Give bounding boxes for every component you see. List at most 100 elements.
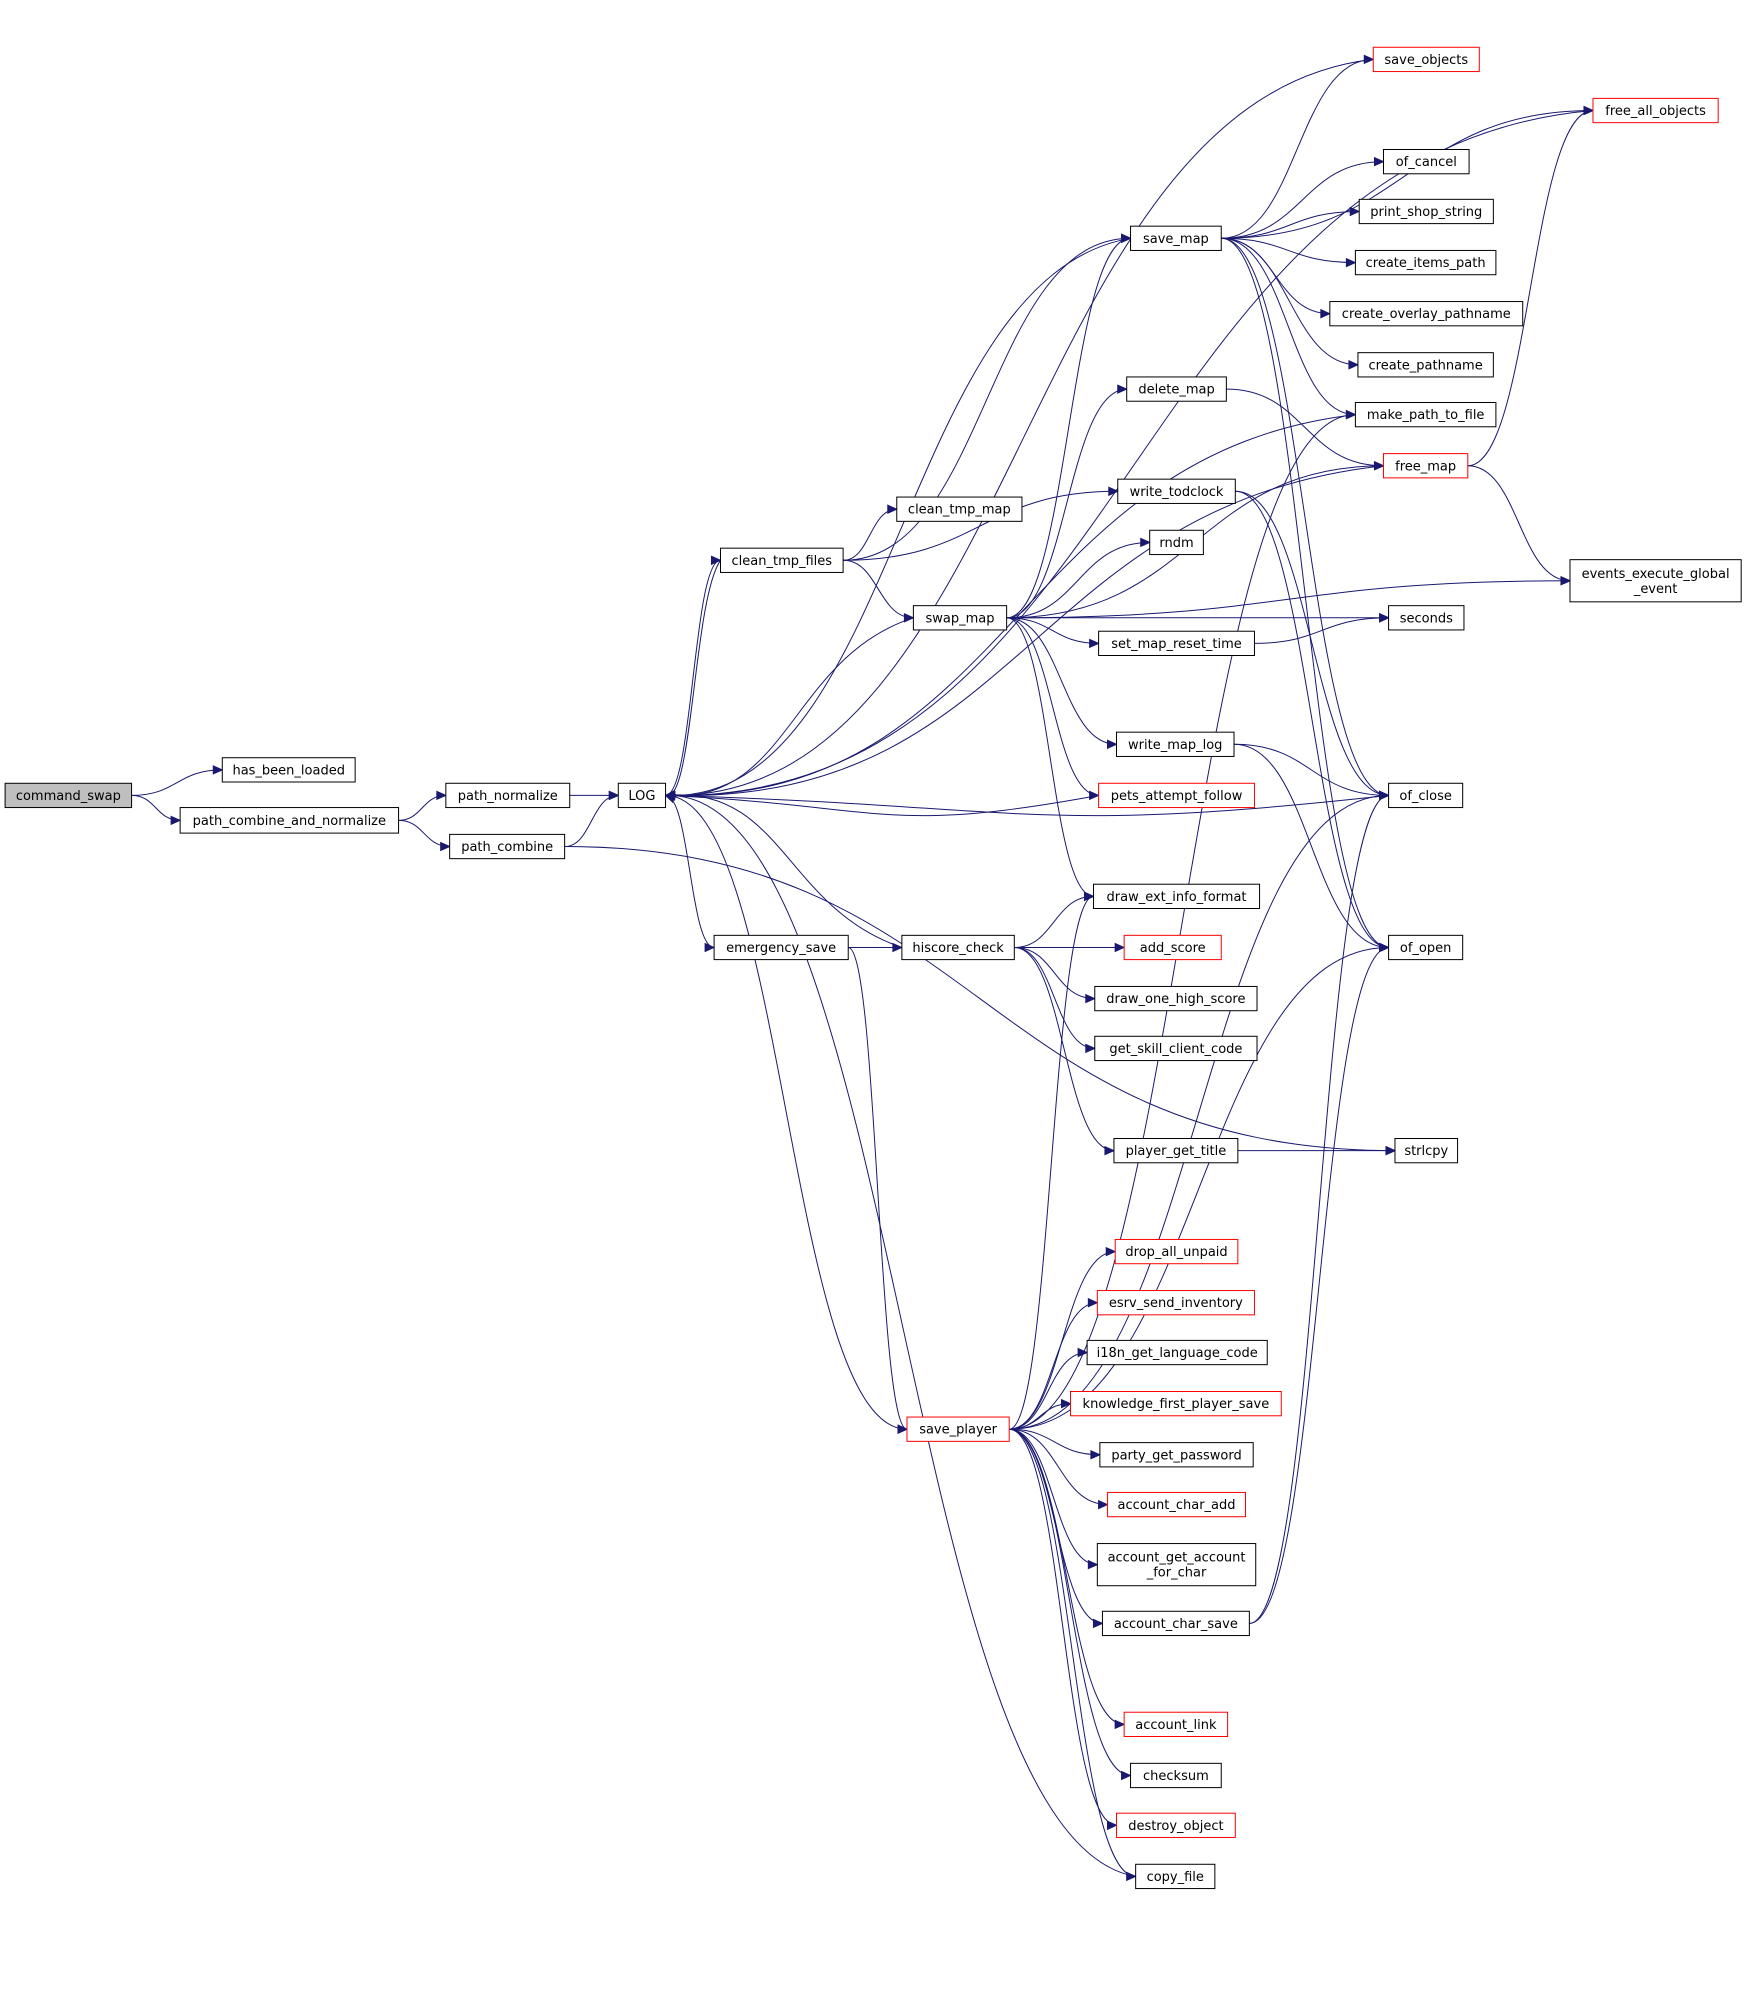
node-box-add_score [1123,934,1222,961]
node-of_cancel[interactable]: of_cancel [1382,149,1470,175]
arrowhead-delete_map-to-free_map [1373,460,1385,471]
node-path_combine[interactable]: path_combine [449,833,566,860]
node-save_map[interactable]: save_map [1130,225,1222,251]
node-box-save_objects [1372,46,1480,73]
node-hiscore_check[interactable]: hiscore_check [901,934,1015,961]
node-label-free_all_objects: free_all_objects [1605,104,1706,119]
node-create_pathname[interactable]: create_pathname [1357,352,1494,378]
node-label-i18n_get_language_code: i18n_get_language_code [1097,1346,1258,1361]
node-account_link[interactable]: account_link [1123,1711,1229,1737]
nodes-layer: command_swap has_been_loaded path_combine_… [4,46,1742,1890]
arrowhead-save_player-to-checksum [1121,1770,1132,1781]
node-box-save_map [1130,225,1222,251]
node-clean_tmp_files[interactable]: clean_tmp_files [719,547,844,573]
node-LOG[interactable]: LOG [617,782,667,809]
node-create_overlay_pathname[interactable]: create_overlay_pathname [1329,301,1524,327]
arrowhead-hiscore_check-to-get_skill_client_code [1085,1043,1097,1054]
node-player_get_title[interactable]: player_get_title [1113,1138,1239,1164]
node-checksum[interactable]: checksum [1130,1762,1222,1789]
node-destroy_object[interactable]: destroy_object [1115,1812,1236,1838]
node-box-set_map_reset_time [1098,630,1255,657]
node-free_map[interactable]: free_map [1382,453,1469,479]
node-delete_map[interactable]: delete_map [1126,376,1227,402]
arrowhead-clean_tmp_files-to-clean_tmp_map [887,504,899,514]
node-copy_file[interactable]: copy_file [1135,1863,1216,1890]
node-seconds[interactable]: seconds [1388,605,1465,631]
node-write_todclock[interactable]: write_todclock [1117,478,1236,504]
arrowhead-swap_map-to-rndm [1140,537,1151,548]
edge-save_map-to-of_open [1221,237,1389,948]
arrowhead-path_combine_and_normalize-to-path_normalize [436,790,448,801]
arrowhead-LOG-to-emergency_save [704,942,716,953]
node-has_been_loaded[interactable]: has_been_loaded [221,757,356,783]
edge-hiscore_check-to-draw_ext_info_format [1014,895,1094,948]
node-box-esrv_send_inventory [1096,1290,1255,1316]
node-get_skill_client_code[interactable]: get_skill_client_code [1094,1035,1258,1062]
node-box-destroy_object [1115,1812,1236,1838]
edge-save_map-to-LOG [665,237,1131,796]
node-account_char_save[interactable]: account_char_save [1101,1610,1250,1637]
node-account_char_add[interactable]: account_char_add [1107,1491,1247,1518]
arrowhead-save_player-to-account_char_save [1092,1618,1104,1629]
node-rndm[interactable]: rndm [1149,529,1204,556]
node-print_shop_string[interactable]: print_shop_string [1358,198,1494,225]
node-box-write_map_log [1115,731,1235,757]
edge-save_player-to-account_get_account_for_char [1009,1428,1098,1566]
arrowhead-save_player-to-destroy_object [1106,1820,1118,1831]
node-save_objects[interactable]: save_objects [1372,46,1480,73]
arrowhead-swap_map-to-set_map_reset_time [1089,638,1100,649]
node-command_swap[interactable]: command_swap [4,782,133,809]
node-path_normalize[interactable]: path_normalize [445,782,571,809]
node-free_all_objects[interactable]: free_all_objects [1592,97,1719,124]
node-knowledge_first_player_save[interactable]: knowledge_first_player_save [1070,1391,1282,1417]
node-label-party_get_password: party_get_password [1111,1448,1241,1463]
node-party_get_password[interactable]: party_get_password [1099,1442,1254,1468]
node-clean_tmp_map[interactable]: clean_tmp_map [896,496,1023,522]
node-pets_attempt_follow[interactable]: pets_attempt_follow [1098,782,1255,809]
node-esrv_send_inventory[interactable]: esrv_send_inventory [1096,1290,1255,1316]
node-box-free_all_objects [1592,97,1719,124]
node-path_combine_and_normalize[interactable]: path_combine_and_normalize [179,807,400,834]
node-of_open[interactable]: of_open [1388,934,1464,961]
edge-hiscore_check-to-LOG [665,794,903,948]
edge-LOG-to-clean_tmp_files [665,559,721,796]
node-label-make_path_to_file: make_path_to_file [1367,408,1485,423]
edge-save_player-to-i18n_get_language_code [1009,1352,1088,1430]
node-label-of_open: of_open [1400,941,1451,956]
node-draw_ext_info_format[interactable]: draw_ext_info_format [1092,883,1261,910]
node-label-of_close: of_close [1399,789,1452,804]
node-add_score[interactable]: add_score [1123,934,1222,961]
node-box-copy_file [1135,1863,1216,1890]
node-save_player[interactable]: save_player [906,1416,1010,1442]
edge-write_map_log-to-of_open [1234,743,1389,948]
node-emergency_save[interactable]: emergency_save [713,934,849,961]
node-write_map_log[interactable]: write_map_log [1115,731,1235,757]
node-box-seconds [1388,605,1465,631]
node-create_items_path[interactable]: create_items_path [1354,249,1497,276]
node-drop_all_unpaid[interactable]: drop_all_unpaid [1114,1238,1239,1265]
node-strlcpy[interactable]: strlcpy [1394,1138,1459,1164]
node-make_path_to_file[interactable]: make_path_to_file [1354,402,1497,428]
node-label-hiscore_check: hiscore_check [912,941,1004,956]
node-draw_one_high_score[interactable]: draw_one_high_score [1094,985,1258,1012]
node-events_execute_global_event[interactable]: events_execute_global_event [1569,559,1742,603]
edge-save_player-to-destroy_object [1009,1428,1117,1826]
edge-make_path_to_file-to-LOG [665,414,1356,796]
node-account_get_account_for_char[interactable]: account_get_account_for_char [1096,1543,1257,1587]
arrowhead-save_player-to-copy_file [1126,1871,1137,1882]
node-i18n_get_language_code[interactable]: i18n_get_language_code [1086,1339,1268,1366]
arrowhead-set_map_reset_time-to-seconds [1379,613,1390,623]
node-label-write_todclock: write_todclock [1130,485,1224,500]
arrowhead-save_player-to-party_get_password [1090,1449,1102,1460]
edge-delete_map-to-free_map [1226,388,1384,467]
node-box-drop_all_unpaid [1114,1238,1239,1265]
node-of_close[interactable]: of_close [1388,782,1464,809]
node-box-delete_map [1126,376,1227,402]
node-box-draw_ext_info_format [1092,883,1261,910]
node-label-knowledge_first_player_save: knowledge_first_player_save [1083,1397,1270,1412]
node-swap_map[interactable]: swap_map [912,605,1008,631]
node-box-of_cancel [1382,149,1470,175]
node-set_map_reset_time[interactable]: set_map_reset_time [1098,630,1255,657]
node-label-pets_attempt_follow: pets_attempt_follow [1111,789,1243,804]
node-box-of_close [1388,782,1464,809]
